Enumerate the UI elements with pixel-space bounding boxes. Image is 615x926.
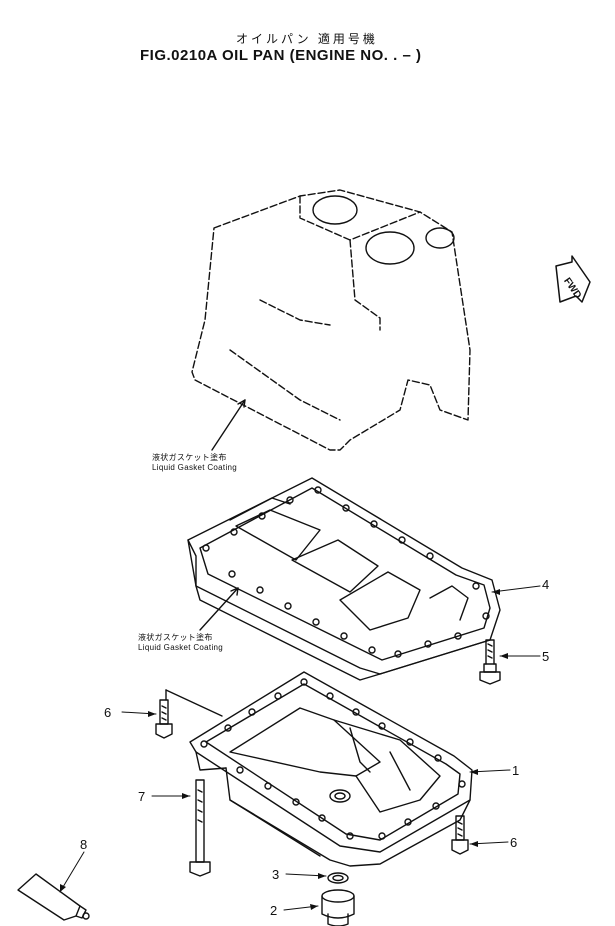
callout-3: 3 <box>272 867 280 882</box>
note-leader-lower <box>199 587 239 631</box>
fwd-arrow-icon <box>555 255 591 303</box>
callout-6-left: 6 <box>104 705 112 720</box>
fwd-label: FWD <box>561 276 583 301</box>
engine-cylinder-bores <box>312 195 455 265</box>
part-2-drain-plug <box>321 889 355 926</box>
callout-5: 5 <box>542 649 550 664</box>
callout-4: 4 <box>542 577 550 592</box>
callout-1: 1 <box>512 763 520 778</box>
figure-title: FIG.0210A OIL PAN (ENGINE NO. . – ) <box>140 47 422 64</box>
spacer-bolt-holes <box>202 486 490 658</box>
part-3-washer <box>327 872 349 884</box>
callout-arrowheads <box>60 589 508 910</box>
note-lower-jp: 液状ガスケット塗布 <box>138 633 213 642</box>
part-1-oil-pan <box>189 671 473 867</box>
note-leader-upper <box>211 399 246 451</box>
part-6-bolt-right <box>451 815 469 855</box>
callout-2: 2 <box>270 903 278 918</box>
callout-7: 7 <box>138 789 146 804</box>
note-upper-jp: 液状ガスケット塗布 <box>152 453 227 462</box>
diagram-title-japanese: オイルパン 適用号機 <box>236 32 378 46</box>
callout-leaders <box>59 585 541 911</box>
callout-6-right: 6 <box>510 835 518 850</box>
note-upper-en: Liquid Gasket Coating <box>152 463 238 472</box>
callout-8: 8 <box>80 837 88 852</box>
part-5-bolt <box>479 639 501 685</box>
engine-block <box>191 189 471 451</box>
part-4-spacer-plate <box>187 477 501 681</box>
part-7-bolt <box>189 779 211 877</box>
part-6-bolt-left <box>155 689 223 739</box>
note-lower-en: Liquid Gasket Coating <box>138 643 224 652</box>
note-lower: 液状ガスケット塗布 Liquid Gasket Coating <box>138 633 223 653</box>
note-upper: 液状ガスケット塗布 Liquid Gasket Coating <box>152 453 237 473</box>
part-8-gasket-tube <box>17 873 90 921</box>
pan-bolt-holes <box>200 678 466 840</box>
